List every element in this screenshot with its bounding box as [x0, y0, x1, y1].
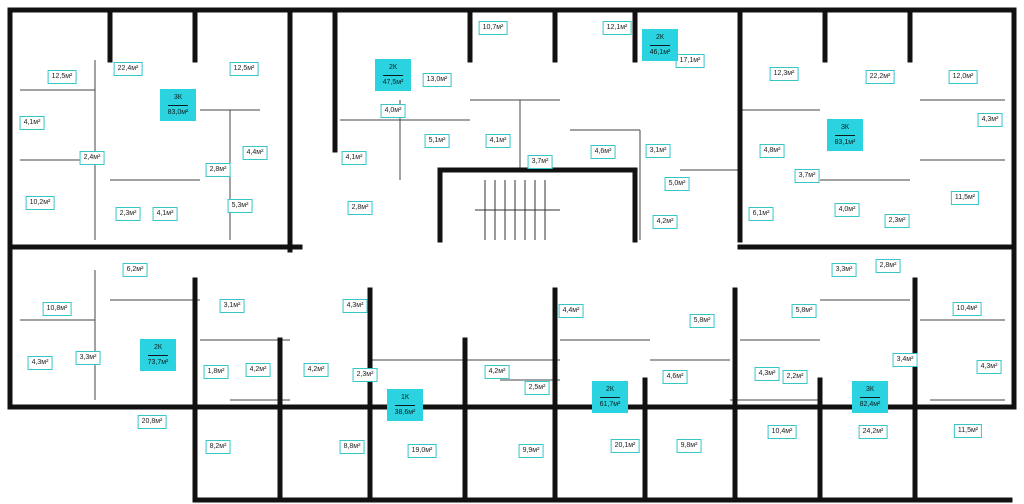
apartment-badge[interactable]: 3К 83,1м²	[827, 119, 863, 151]
room-area-label: 6,2м²	[122, 263, 148, 277]
interior-partitions	[20, 60, 1005, 401]
room-area-label: 4,1м²	[485, 134, 511, 148]
room-area-label: 4,6м²	[662, 370, 688, 384]
apartment-type: 2К	[606, 386, 614, 393]
apartment-type: 3К	[841, 124, 849, 131]
structural-walls	[7, 7, 1017, 503]
room-area-label: 2,8м²	[347, 201, 373, 215]
apartment-type: 1К	[401, 394, 409, 401]
apartment-area: 73,7м²	[147, 355, 169, 367]
room-area-label: 2,4м²	[79, 151, 105, 165]
room-area-label: 5,0м²	[664, 177, 690, 191]
room-area-label: 3,7м²	[527, 155, 553, 169]
room-area-label: 3,7м²	[794, 169, 820, 183]
apartment-area: 83,1м²	[834, 135, 856, 147]
room-area-label: 12,5м²	[229, 62, 259, 76]
apartment-badge[interactable]: 2К 61,7м²	[592, 381, 628, 413]
room-area-label: 5,8м²	[689, 314, 715, 328]
apartment-type: 2К	[389, 64, 397, 71]
room-area-label: 4,4м²	[558, 304, 584, 318]
apartment-badge[interactable]: 1К 38,6м²	[387, 389, 423, 421]
room-area-label: 19,0м²	[407, 444, 437, 458]
room-area-label: 20,8м²	[137, 415, 167, 429]
room-area-label: 10,2м²	[25, 196, 55, 210]
room-area-label: 2,3м²	[115, 207, 141, 221]
room-area-label: 5,3м²	[227, 199, 253, 213]
room-area-label: 24,2м²	[858, 425, 888, 439]
room-area-label: 3,1м²	[219, 299, 245, 313]
apartment-area: 82,4м²	[859, 397, 881, 409]
room-area-label: 4,1м²	[341, 151, 367, 165]
room-area-label: 2,5м²	[524, 381, 550, 395]
room-area-label: 2,2м²	[782, 370, 808, 384]
room-area-label: 2,3м²	[352, 368, 378, 382]
apartment-type: 2К	[656, 34, 664, 41]
room-area-label: 13,0м²	[422, 73, 452, 87]
room-area-label: 4,3м²	[342, 299, 368, 313]
room-area-label: 22,4м²	[113, 62, 143, 76]
apartment-type: 2К	[154, 344, 162, 351]
apartment-badge[interactable]: 2К 73,7м²	[140, 339, 176, 371]
room-area-label: 8,8м²	[339, 440, 365, 454]
apartment-badge[interactable]: 2К 46,1м²	[642, 29, 678, 61]
room-area-label: 20,1м²	[610, 439, 640, 453]
room-area-label: 4,4м²	[242, 146, 268, 160]
room-area-label: 4,3м²	[976, 360, 1002, 374]
room-area-label: 4,8м²	[759, 144, 785, 158]
room-area-label: 10,7м²	[478, 21, 508, 35]
room-area-label: 2,3м²	[884, 214, 910, 228]
apartment-area: 61,7м²	[599, 397, 621, 409]
room-area-label: 5,8м²	[791, 304, 817, 318]
room-area-label: 12,5м²	[47, 70, 77, 84]
room-area-label: 4,3м²	[977, 113, 1003, 127]
room-area-label: 8,2м²	[205, 440, 231, 454]
room-area-label: 3,3м²	[75, 351, 101, 365]
room-area-label: 12,0м²	[948, 70, 978, 84]
room-area-label: 4,0м²	[834, 203, 860, 217]
room-area-label: 12,3м²	[769, 67, 799, 81]
apartment-area: 46,1м²	[649, 45, 671, 57]
apartment-area: 83,0м²	[167, 105, 189, 117]
room-area-label: 2,8м²	[205, 163, 231, 177]
room-area-label: 4,1м²	[152, 207, 178, 221]
room-area-label: 4,2м²	[303, 363, 329, 377]
room-area-label: 4,6м²	[590, 145, 616, 159]
room-area-label: 10,8м²	[42, 302, 72, 316]
apartment-badge[interactable]: 2К 47,5м²	[375, 59, 411, 91]
room-area-label: 5,1м²	[424, 134, 450, 148]
room-area-label: 4,3м²	[754, 367, 780, 381]
room-area-label: 2,8м²	[875, 259, 901, 273]
room-area-label: 4,3м²	[27, 356, 53, 370]
room-area-label: 10,4м²	[952, 302, 982, 316]
room-area-label: 12,1м²	[602, 21, 632, 35]
room-area-label: 10,4м²	[767, 425, 797, 439]
apartment-area: 47,5м²	[382, 75, 404, 87]
room-area-label: 4,1м²	[19, 116, 45, 130]
apartment-badge[interactable]: 3К 82,4м²	[852, 381, 888, 413]
room-area-label: 17,1м²	[675, 54, 705, 68]
room-area-label: 3,3м²	[831, 263, 857, 277]
apartment-badge[interactable]: 3К 83,0м²	[160, 89, 196, 121]
room-area-label: 9,9м²	[518, 444, 544, 458]
apartment-type: 3К	[866, 386, 874, 393]
room-area-label: 6,1м²	[748, 207, 774, 221]
room-area-label: 11,5м²	[953, 424, 983, 438]
stairwell	[475, 180, 560, 240]
room-area-label: 1,8м²	[203, 365, 229, 379]
room-area-label: 4,0м²	[380, 104, 406, 118]
apartment-area: 38,6м²	[394, 405, 416, 417]
room-area-label: 11,5м²	[950, 191, 980, 205]
room-area-label: 4,2м²	[652, 215, 678, 229]
room-area-label: 9,8м²	[676, 439, 702, 453]
room-area-label: 22,2м²	[865, 70, 895, 84]
room-area-label: 3,4м²	[892, 353, 918, 367]
room-area-label: 4,2м²	[245, 363, 271, 377]
apartment-type: 3К	[174, 94, 182, 101]
room-area-label: 4,2м²	[484, 365, 510, 379]
room-area-label: 3,1м²	[645, 144, 671, 158]
